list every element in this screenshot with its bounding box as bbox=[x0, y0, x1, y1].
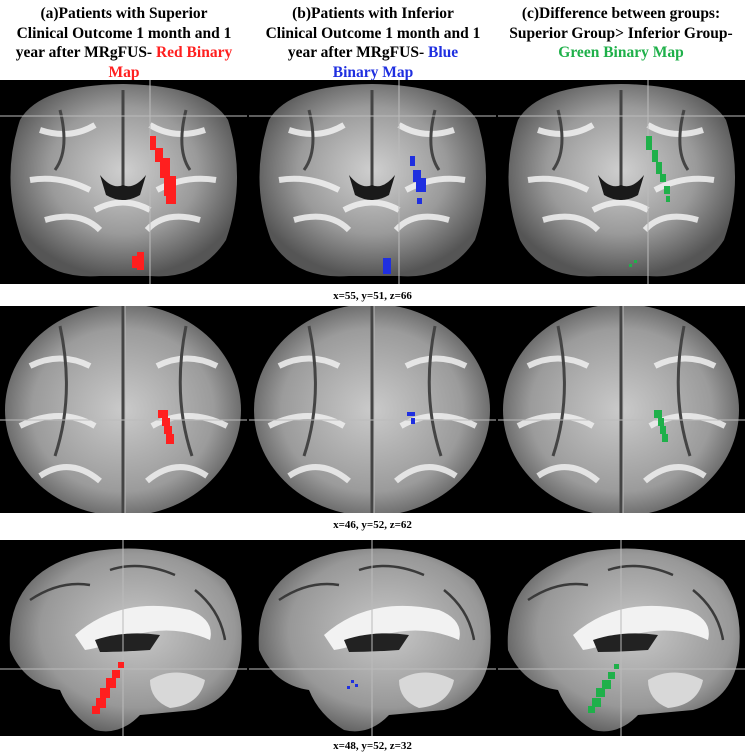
slice-coordinates: x=48, y=52, z=32 bbox=[333, 740, 412, 752]
binary-map-voxel bbox=[660, 426, 666, 434]
binary-map-voxel bbox=[614, 664, 619, 669]
binary-map-voxel bbox=[416, 178, 426, 192]
binary-map-voxel bbox=[658, 418, 664, 426]
coronal-brain-slice bbox=[498, 80, 745, 284]
binary-map-voxel bbox=[608, 672, 615, 679]
coronal-row bbox=[0, 80, 745, 284]
binary-map-voxel bbox=[596, 688, 605, 697]
binary-map-voxel bbox=[666, 196, 670, 202]
blue-binary-map-label: Blue bbox=[428, 44, 459, 61]
coronal-brain-slice bbox=[249, 80, 496, 284]
binary-map-voxel bbox=[118, 662, 124, 668]
binary-map-voxel bbox=[100, 688, 110, 698]
binary-map-voxel bbox=[629, 264, 632, 267]
binary-map-voxel bbox=[410, 156, 415, 166]
column-title-inferior: (b)Patients with Inferior Clinical Outco… bbox=[265, 5, 481, 81]
binary-map-voxel bbox=[383, 258, 391, 274]
coronal-panel-superior bbox=[0, 80, 247, 284]
binary-map-voxel bbox=[92, 706, 100, 714]
binary-map-voxel bbox=[351, 680, 354, 683]
binary-map-voxel bbox=[652, 150, 658, 162]
axial-brain-slice bbox=[0, 306, 247, 513]
slice-coordinates: x=55, y=51, z=66 bbox=[333, 290, 412, 302]
binary-map-voxel bbox=[634, 260, 637, 263]
binary-map-voxel bbox=[592, 698, 601, 707]
binary-map-voxel bbox=[132, 256, 140, 268]
binary-map-voxel bbox=[164, 426, 172, 434]
green-binary-map-label: Green Binary Map bbox=[558, 44, 684, 61]
binary-map-voxel bbox=[347, 686, 350, 689]
axial-panel-inferior bbox=[249, 306, 496, 513]
sagittal-panel-superior bbox=[0, 540, 247, 736]
sagittal-brain-slice bbox=[0, 540, 247, 736]
binary-map-voxel bbox=[417, 198, 422, 204]
binary-map-voxel bbox=[96, 698, 106, 708]
binary-map-voxel bbox=[407, 412, 415, 416]
coronal-brain-slice bbox=[0, 80, 247, 284]
axial-panel-difference bbox=[498, 306, 745, 513]
sagittal-panel-difference bbox=[498, 540, 745, 736]
sagittal-brain-slice bbox=[498, 540, 745, 736]
coronal-panel-inferior bbox=[249, 80, 496, 284]
binary-map-voxel bbox=[654, 410, 662, 418]
binary-map-voxel bbox=[137, 252, 144, 270]
column-title-difference: (c)Difference between groups: Superior G… bbox=[497, 4, 745, 63]
binary-map-voxel bbox=[106, 678, 116, 688]
axial-panel-superior bbox=[0, 306, 247, 513]
binary-map-voxel bbox=[602, 680, 611, 689]
column-title-superior: (a)Patients with Superior Clinical Outco… bbox=[15, 5, 233, 81]
figure-header: (a)Patients with Superior Clinical Outco… bbox=[0, 0, 745, 81]
binary-map-voxel bbox=[413, 170, 421, 182]
sagittal-brain-slice bbox=[249, 540, 496, 736]
binary-map-voxel bbox=[112, 670, 120, 678]
binary-map-voxel bbox=[166, 194, 176, 204]
binary-map-voxel bbox=[155, 148, 163, 162]
binary-map-voxel bbox=[166, 434, 174, 444]
binary-map-voxel bbox=[411, 418, 415, 424]
binary-map-voxel bbox=[164, 176, 176, 196]
sagittal-row bbox=[0, 540, 745, 736]
binary-map-voxel bbox=[355, 684, 358, 687]
binary-map-voxel bbox=[646, 136, 652, 150]
binary-map-voxel bbox=[656, 162, 662, 174]
axial-brain-slice bbox=[249, 306, 496, 513]
binary-map-voxel bbox=[160, 158, 170, 178]
binary-map-voxel bbox=[660, 174, 666, 182]
binary-map-voxel bbox=[588, 706, 595, 713]
sagittal-panel-inferior bbox=[249, 540, 496, 736]
binary-map-voxel bbox=[664, 186, 670, 194]
binary-map-voxel bbox=[150, 136, 156, 150]
red-binary-map-label: Red Binary bbox=[155, 44, 233, 61]
binary-map-voxel bbox=[162, 418, 170, 426]
slice-coordinates: x=46, y=52, z=62 bbox=[333, 519, 412, 531]
coronal-panel-difference bbox=[498, 80, 745, 284]
axial-brain-slice bbox=[498, 306, 745, 513]
binary-map-voxel bbox=[662, 434, 668, 442]
binary-map-voxel bbox=[158, 410, 168, 418]
axial-row bbox=[0, 306, 745, 513]
